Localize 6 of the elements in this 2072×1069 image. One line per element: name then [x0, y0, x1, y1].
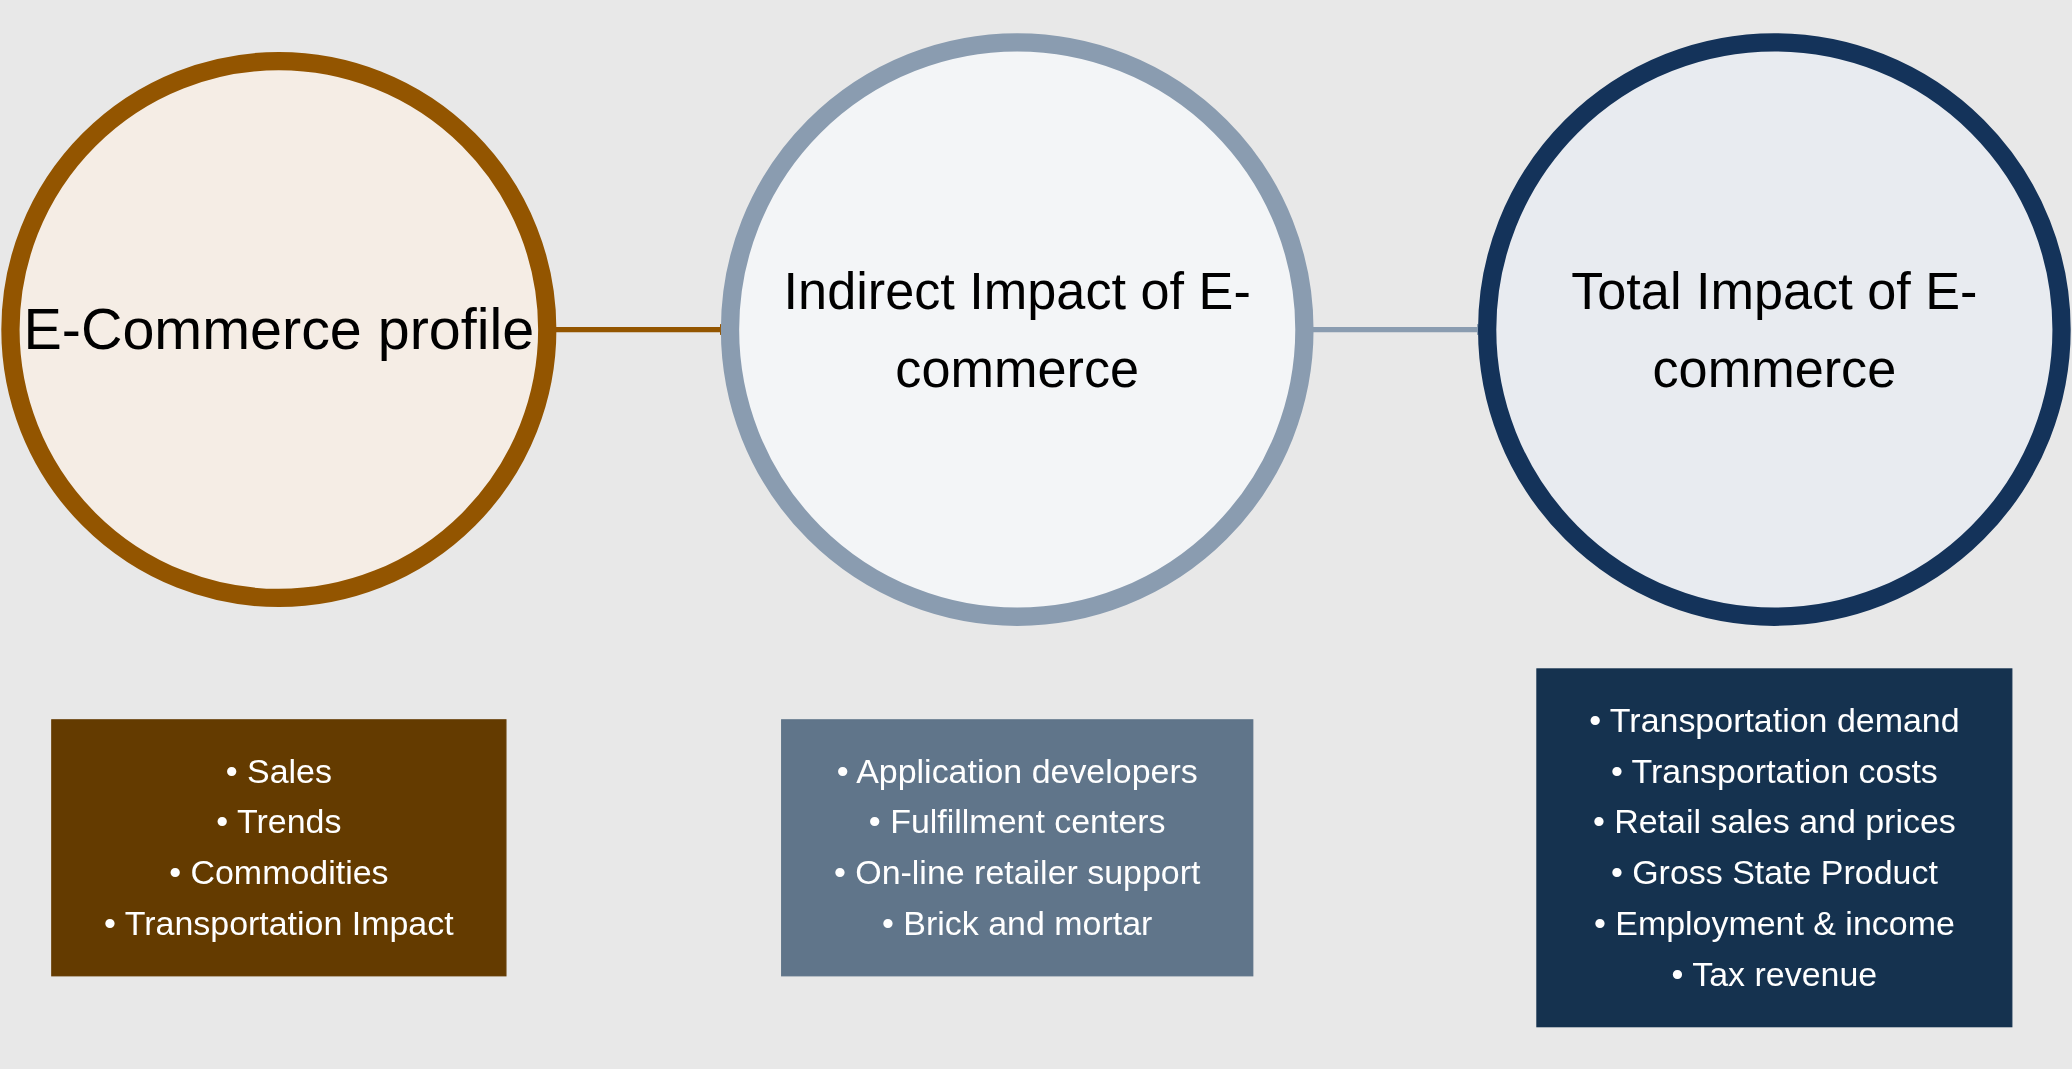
node-circle: E-Commerce profile	[1, 52, 557, 608]
node-box: • Transportation demand • Transportation costs • Retail sales and prices • Gross State Product • Employment & income • Tax revenue	[1536, 668, 2013, 1028]
node-circle: Total Impact of E-commerce	[1478, 33, 2071, 626]
node-box: • Application developers • Fulfillment centers • On-line retailer support • Brick and mortar	[781, 719, 1254, 977]
node-circle: Indirect Impact of E-commerce	[720, 33, 1314, 626]
node-box: • Sales • Trends • Commodities • Transportation Impact	[51, 719, 507, 977]
